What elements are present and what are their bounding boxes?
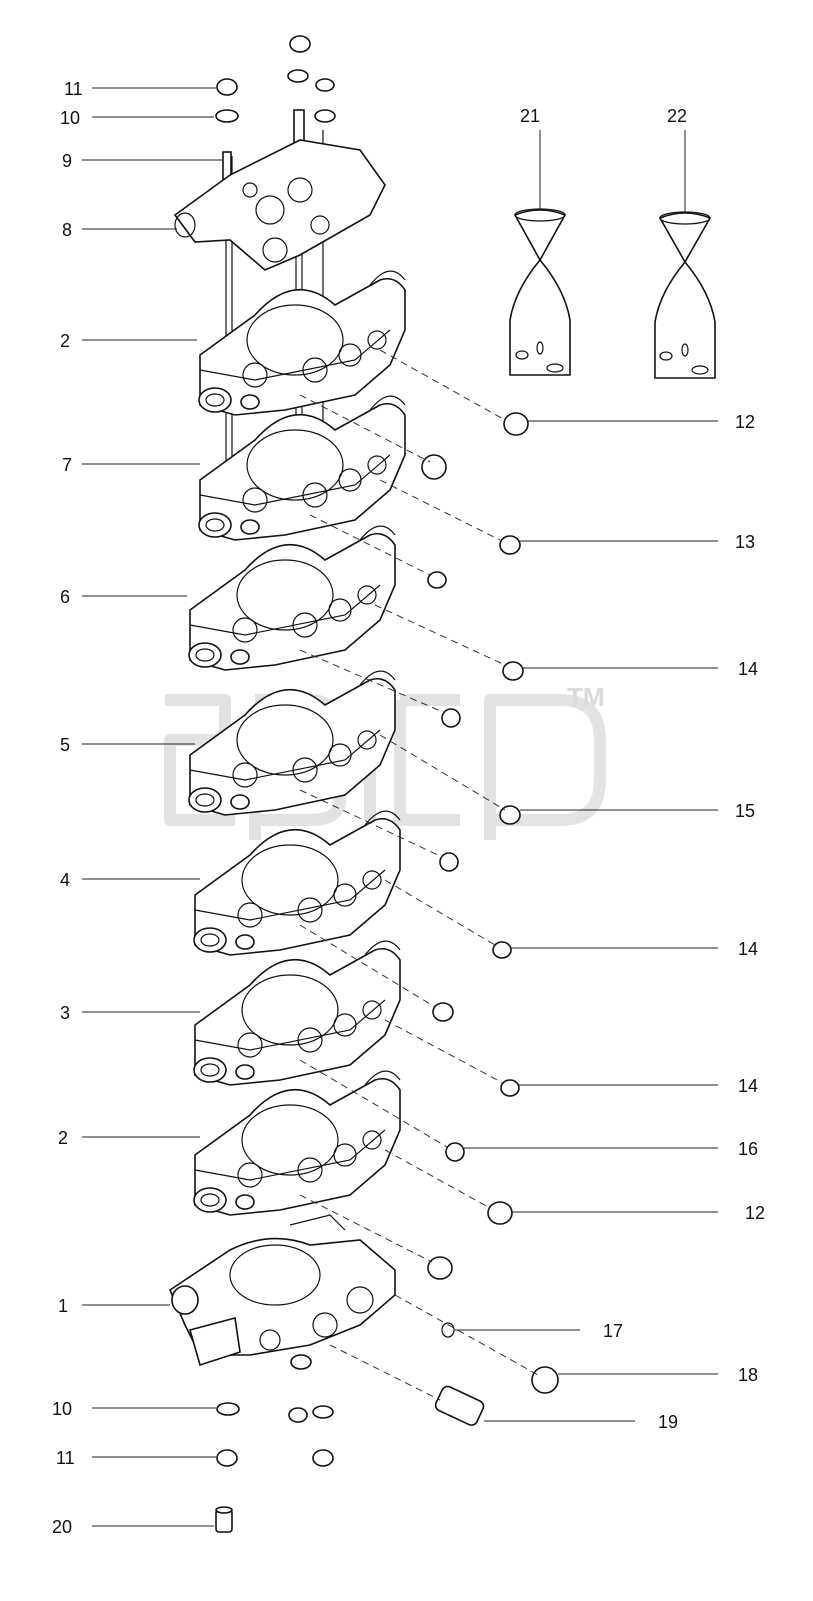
callout-2-top: 2 xyxy=(60,331,70,351)
callout-8: 8 xyxy=(62,220,72,240)
valve-section-3 xyxy=(193,940,401,1086)
callout-11-top: 11 xyxy=(64,79,83,99)
callout-15: 15 xyxy=(735,801,755,821)
callout-12-top: 12 xyxy=(735,412,755,432)
callout-3: 3 xyxy=(60,1003,70,1023)
valve-section-2a xyxy=(198,270,406,416)
callout-18: 18 xyxy=(738,1365,758,1385)
callout-22: 22 xyxy=(667,106,687,126)
callout-6: 6 xyxy=(60,587,70,607)
inlet-section-part xyxy=(169,1214,396,1367)
callout-13: 13 xyxy=(735,532,755,552)
callout-1: 1 xyxy=(58,1296,68,1316)
top-cover-part xyxy=(173,139,386,271)
callout-10-top: 10 xyxy=(60,108,80,128)
callout-14-c: 14 xyxy=(738,1076,758,1096)
valve-section-4 xyxy=(193,810,401,956)
valve-section-7 xyxy=(198,395,406,541)
callout-12-bottom: 12 xyxy=(745,1203,765,1223)
callout-10-bottom: 10 xyxy=(52,1399,72,1419)
watermark-tm: TM xyxy=(567,682,605,712)
valve-section-6 xyxy=(188,525,396,671)
callout-5: 5 xyxy=(60,735,70,755)
leader-lines xyxy=(82,87,718,1527)
bottom-hardware xyxy=(215,1402,334,1533)
callout-19: 19 xyxy=(658,1412,678,1432)
callout-4: 4 xyxy=(60,870,70,890)
callout-20: 20 xyxy=(52,1517,72,1537)
callout-14-a: 14 xyxy=(738,659,758,679)
callout-2-bottom: 2 xyxy=(58,1128,68,1148)
alignment-lines xyxy=(299,349,539,1401)
callout-21: 21 xyxy=(520,106,540,126)
valve-section-2b xyxy=(193,1070,401,1216)
callout-9: 9 xyxy=(62,151,72,171)
callout-11-bottom: 11 xyxy=(56,1448,75,1468)
callout-7: 7 xyxy=(62,455,72,475)
rubber-boot-21 xyxy=(509,208,571,376)
rubber-boot-22 xyxy=(654,211,716,379)
callout-16: 16 xyxy=(738,1139,758,1159)
callout-14-b: 14 xyxy=(738,939,758,959)
callout-17: 17 xyxy=(603,1321,623,1341)
callout-labels: 11 10 9 8 2 7 6 5 4 3 2 1 10 11 20 12 13… xyxy=(52,79,765,1537)
